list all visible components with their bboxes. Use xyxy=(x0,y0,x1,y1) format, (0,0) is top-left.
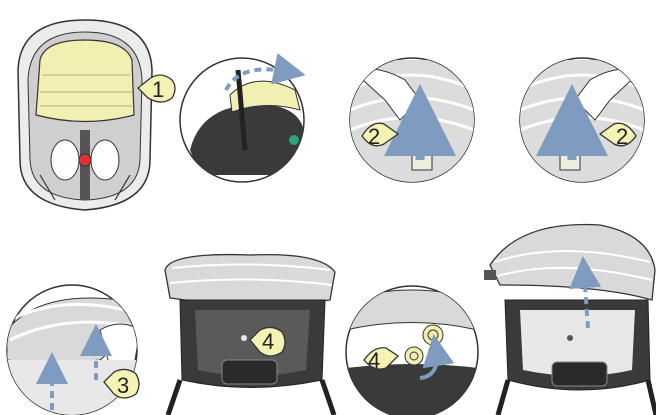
step-label-4a: 4 xyxy=(262,329,274,354)
panel-6-seat-rear xyxy=(165,255,335,415)
step-label-1: 1 xyxy=(152,77,164,102)
panel-4-release-right xyxy=(520,58,644,185)
panel-1-seat-front xyxy=(18,20,152,210)
step-label-2a: 2 xyxy=(368,124,380,149)
panel-7-button-detail xyxy=(346,286,478,415)
step-label-3: 3 xyxy=(117,373,129,398)
panel-2-side-view xyxy=(180,58,305,182)
step-label-2b: 2 xyxy=(616,124,628,149)
step-label-4b: 4 xyxy=(368,348,380,373)
panel-3-release-left xyxy=(350,58,474,185)
panel-8-canopy-removed xyxy=(484,225,656,415)
